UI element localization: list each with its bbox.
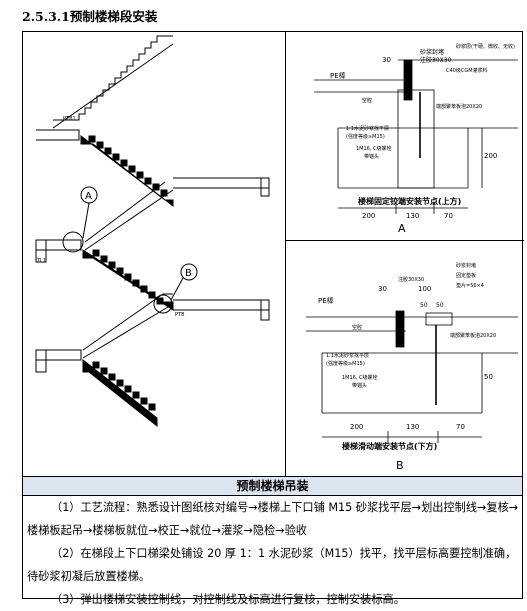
detail-a-dim-70: 70	[444, 212, 453, 220]
detail-b-note5: PE棒	[318, 296, 334, 305]
detail-b-letter: B	[396, 459, 404, 472]
detail-a-note1: 砂浆封堵	[420, 48, 444, 56]
detail-a-note4: C40级CGM灌浆料	[446, 67, 488, 74]
detail-b-cell: 注胶30X30 砂浆封堵 固定垫板 垫片=56×4 PE棒 空腔 1:1水泥砂浆…	[286, 241, 524, 476]
detail-b-note2: 砂浆封堵	[456, 262, 476, 269]
detail-b-dim-70: 70	[456, 423, 465, 431]
detail-b-drawing: 注胶30X30 砂浆封堵 固定垫板 垫片=56×4 PE棒 空腔 1:1水泥砂浆…	[306, 262, 518, 472]
detail-a-note3: 砂浆层(干硬、微收、无收)	[456, 43, 515, 50]
detail-a-note6: 空腔	[362, 97, 372, 104]
callout-b-label: B	[185, 268, 192, 279]
detail-a-note8: (强度等级≥M15)	[346, 133, 385, 140]
ptb-label: PTB	[175, 312, 185, 318]
detail-b-note6: 空腔	[352, 324, 362, 331]
detail-b-note11: 端部聚苯板泡20X20	[450, 332, 496, 339]
detail-a-dim-30: 30	[382, 56, 391, 64]
detail-b-note4: 垫片=56×4	[456, 282, 484, 289]
detail-b-note7: 1:1水泥砂浆找平层	[326, 352, 369, 359]
detail-b-dim-side: 50	[484, 373, 493, 381]
detail-a-dim-130: 130	[406, 212, 419, 220]
detail-a-letter: A	[398, 222, 406, 235]
detail-b-note1: 注胶30X30	[398, 276, 424, 283]
stair-elevation-drawing: A B PTB1 TL1 PTB	[35, 35, 270, 428]
detail-b-note8: (强度等级≥M15)	[326, 360, 365, 367]
detail-a-note7: 1:1水泥砂浆找平层	[346, 125, 389, 132]
document-table: A B PTB1 TL1 PTB	[22, 31, 524, 606]
section-title: 预制楼梯吊装	[23, 476, 522, 496]
detail-b-note10: 带锚头	[352, 382, 367, 389]
detail-b-dim-200: 200	[350, 423, 363, 431]
detail-b-note3: 固定垫板	[456, 272, 476, 279]
detail-a-note5: PE棒	[330, 71, 346, 80]
tl1-label: TL1	[36, 258, 46, 264]
detail-a-note11: 端部聚苯板泡20X20	[436, 103, 482, 110]
paragraph-1: （1）工艺流程：熟悉设计图纸核对编号→楼梯上下口铺 M15 砂浆找平层→划出控制…	[27, 501, 519, 537]
section-heading: 2.5.3.1预制楼梯段安装	[22, 9, 158, 24]
detail-b-dim-100: 100	[418, 285, 431, 293]
detail-a-drawing: 30 注胶30X30 砂浆封堵 砂浆层(干硬、微收、无收) C40级CGM灌浆料…	[314, 43, 518, 235]
ptb1-label-top: PTB1	[63, 116, 76, 122]
detail-a-dim-200-side: 200	[484, 152, 497, 160]
detail-a-note10: 带锚头	[364, 153, 379, 160]
detail-b-dim-50b: 50	[436, 302, 444, 309]
detail-b-dim-50a: 50	[420, 302, 428, 309]
detail-a-note9: 1M16, C级螺栓	[356, 145, 392, 152]
callout-a-label: A	[85, 191, 92, 202]
detail-a-cell: 30 注胶30X30 砂浆封堵 砂浆层(干硬、微收、无收) C40级CGM灌浆料…	[286, 32, 524, 241]
detail-b-dim-30: 30	[378, 285, 387, 293]
detail-a-note2: 注胶30X30	[420, 56, 452, 64]
paragraph-3: （3）弹出楼梯安装控制线，对控制线及标高进行复核，控制安装标高。	[51, 593, 405, 606]
detail-a-dim-200: 200	[362, 212, 375, 220]
stair-elevation-cell: A B PTB1 TL1 PTB	[23, 32, 286, 476]
detail-b-caption: 楼梯滑动端安装节点(下方)	[342, 441, 437, 451]
detail-b-note9: 1M16, C级螺栓	[342, 374, 378, 381]
detail-b-dim-130: 130	[406, 423, 419, 431]
detail-a-caption: 楼梯固定铰端安装节点(上方)	[358, 196, 461, 206]
paragraph-2: （2）在梯段上下口梯梁处铺设 20 厚 1：1 水泥砂浆（M15）找平，找平层标…	[27, 547, 517, 583]
body-text: （1）工艺流程：熟悉设计图纸核对编号→楼梯上下口铺 M15 砂浆找平层→划出控制…	[27, 496, 519, 611]
